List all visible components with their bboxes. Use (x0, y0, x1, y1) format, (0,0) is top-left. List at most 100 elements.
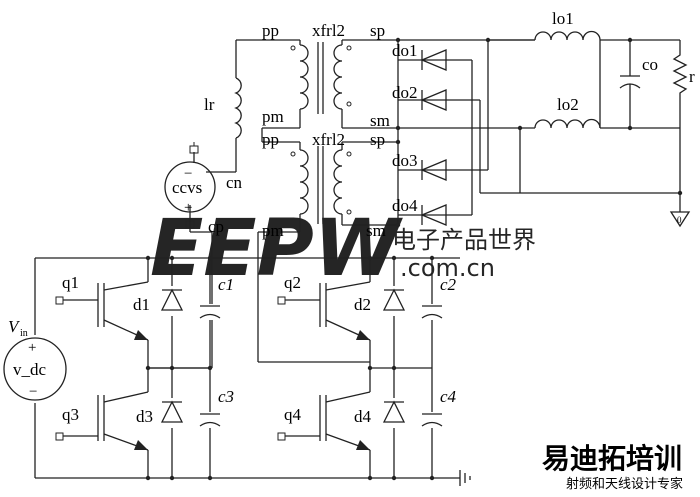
polarity-dot (290, 45, 296, 51)
primary-coil-top (299, 44, 309, 110)
diode-symbol (420, 159, 447, 181)
label-r: r (689, 67, 695, 86)
secondary-coil-bottom (333, 149, 343, 215)
ccvs-plus: + (184, 200, 192, 216)
transformer-top (290, 42, 352, 114)
label-do4: do4 (392, 196, 418, 215)
vdc-label: v_dc (13, 360, 47, 379)
capacitor-c4 (421, 413, 443, 427)
igbt-q1 (55, 281, 149, 341)
ccvs-terminal-top (189, 145, 199, 154)
diode-d4 (382, 400, 406, 423)
diode-do3 (420, 159, 447, 181)
watermark-cn-text: 电子产品世界 (392, 226, 536, 254)
label-lo1: lo1 (552, 9, 574, 28)
vin-subscript: in (20, 328, 28, 339)
ground-symbol (669, 211, 691, 228)
dc-bus (34, 257, 460, 479)
label-cp: cp (208, 217, 224, 236)
watermark-slogan-text: 射频和天线设计专家 (566, 476, 683, 492)
watermark-eepw: EEPW 电子产品世界 .com.cn (150, 204, 536, 294)
capacitor-c2 (421, 305, 443, 319)
diode-symbol (420, 89, 447, 111)
label-q3: q3 (62, 405, 79, 424)
watermark-brand-text: 易迪拓培训 (542, 442, 682, 475)
capacitor-c1 (199, 305, 221, 319)
label-c3: c3 (218, 387, 234, 406)
label-lo2: lo2 (557, 95, 579, 114)
label-do1: do1 (392, 41, 418, 60)
resistor-r (672, 40, 688, 128)
polarity-dot (346, 209, 352, 215)
diode-do1 (420, 49, 447, 71)
label-pp-top: pp (262, 21, 279, 40)
label-c4: c4 (440, 387, 457, 406)
ccvs-source: ccvs − + (164, 142, 216, 229)
label-do3: do3 (392, 151, 418, 170)
label-do2: do2 (392, 83, 418, 102)
diode-d1 (160, 288, 184, 311)
component-labels: pp xfrl2 sp pm sm pp xfrl2 sp pm sm lr c… (62, 9, 695, 426)
secondary-coil-top (333, 44, 343, 110)
vdc-symbol (3, 337, 67, 401)
label-q4: q4 (284, 405, 302, 424)
ccvs-label: ccvs (172, 178, 202, 197)
component-gaps (140, 282, 444, 450)
ground-node-label: 0 (677, 215, 682, 225)
watermark-url-text: .com.cn (400, 254, 495, 282)
junctions (145, 37, 683, 481)
vdc-plus: + (28, 340, 36, 356)
primary-coil-bottom (299, 149, 309, 215)
diode-d2 (382, 288, 406, 311)
inductor-lo2 (534, 118, 601, 129)
label-co: co (642, 55, 658, 74)
ground-output: 0 (669, 211, 691, 228)
watermark-brand: 易迪拓培训 射频和天线设计专家 (542, 442, 683, 492)
label-c1: c1 (218, 275, 234, 294)
polarity-dot (346, 101, 352, 107)
watermark-eepw-text: EEPW (150, 204, 404, 294)
ground-input (459, 470, 471, 486)
igbt-q2 (277, 281, 371, 341)
label-d2: d2 (354, 295, 371, 314)
label-sm-bottom: sm (366, 221, 386, 240)
vdc-minus: − (29, 384, 37, 400)
diode-d3 (160, 400, 184, 423)
label-q1: q1 (62, 273, 79, 292)
ccvs-minus: − (184, 166, 192, 182)
label-cn: cn (226, 173, 243, 192)
label-sp-top: sp (370, 21, 385, 40)
label-d1: d1 (133, 295, 150, 314)
label-sp-bottom: sp (370, 130, 385, 149)
igbt-q3 (55, 391, 149, 451)
secondary-wiring (341, 39, 681, 226)
inductor-lo1 (534, 30, 601, 41)
vin-label: V (8, 317, 21, 336)
dc-source-vin: + v_dc − V in (3, 317, 67, 401)
transformer-bottom (290, 146, 352, 224)
diode-do4 (420, 204, 447, 226)
label-pm-bottom: pm (262, 221, 284, 240)
capacitor-co (619, 40, 641, 128)
label-sm-top: sm (370, 111, 390, 130)
polarity-dot (290, 151, 296, 157)
label-d4: d4 (354, 407, 372, 426)
label-c2: c2 (440, 275, 457, 294)
inductor-lr (234, 77, 242, 139)
diode-do2 (420, 89, 447, 111)
igbt-q4 (277, 391, 371, 451)
polarity-dot (346, 45, 352, 51)
label-xfrl2-top: xfrl2 (312, 21, 345, 40)
diode-symbol (420, 49, 447, 71)
label-q2: q2 (284, 273, 301, 292)
diode-symbol (420, 204, 447, 226)
capacitor-c3 (199, 413, 221, 427)
label-lr: lr (204, 95, 215, 114)
polarity-dot (346, 151, 352, 157)
label-d3: d3 (136, 407, 153, 426)
label-xfrl2-bottom: xfrl2 (312, 130, 345, 149)
label-pm-top: pm (262, 107, 284, 126)
label-pp-bottom: pp (262, 130, 279, 149)
